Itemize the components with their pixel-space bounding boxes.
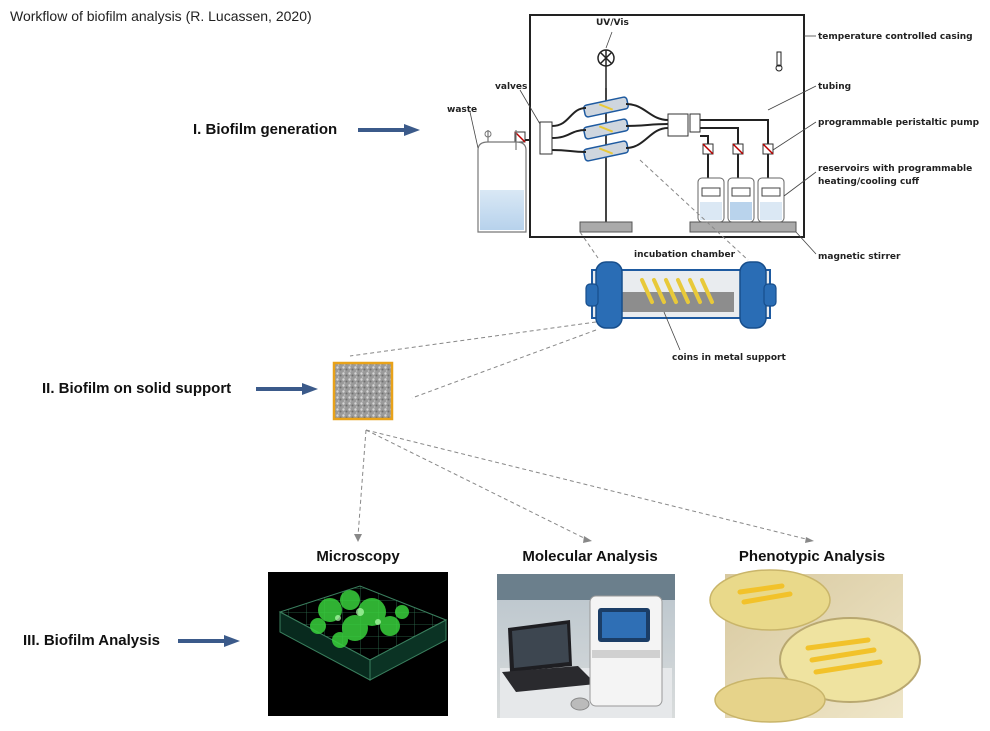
step-biofilm-on-solid-support: II. Biofilm on solid support [42,380,232,397]
biofilm-sample-image [332,361,394,421]
dashed-connectors-sample [349,321,597,399]
label-reservoirs-line2: heating/cooling cuff [818,177,919,187]
heading-phenotypic-analysis: Phenotypic Analysis [738,548,886,565]
label-incubation-chamber: incubation chamber [634,250,736,260]
thermometer-icon [775,51,783,72]
valve-block-right [667,113,689,137]
label-temperature-casing: temperature controlled casing [818,32,973,42]
temperature-casing [529,14,805,238]
coins [640,278,714,304]
microscopy-image [268,572,448,716]
chamber-3 [583,140,629,162]
chamber-1 [583,96,629,118]
heading-microscopy: Microscopy [316,548,400,565]
waste-bottle [477,130,527,233]
step-biofilm-generation: I. Biofilm generation [193,121,338,138]
heading-molecular-analysis: Molecular Analysis [522,548,658,565]
molecular-analysis-image [497,574,675,718]
phenotypic-analysis-image [709,569,921,723]
dashed-arrows-analysis [357,429,811,541]
uv-lamp-icon [597,49,615,88]
label-pointers [469,31,817,255]
arrow-step-3 [178,635,240,647]
arrow-step-1 [358,124,420,136]
tubing [515,103,769,178]
figure-title: Workflow of biofilm analysis (R. Lucasse… [10,8,312,24]
label-waste: waste [447,105,478,115]
dashed-arrow-heads [354,534,814,543]
label-coins: coins in metal support [672,353,786,363]
label-uv-vis: UV/Vis [596,18,629,28]
pump-icons [514,131,774,155]
reservoir-bottles [697,177,785,223]
pointer-coins [663,311,681,351]
dashed-connectors-chamber [579,159,749,261]
step-biofilm-analysis: III. Biofilm Analysis [23,632,160,649]
label-peristaltic-pump: programmable peristaltic pump [818,118,980,128]
label-tubing: tubing [818,82,852,92]
label-reservoirs-line1: reservoirs with programmable [818,164,973,174]
chamber-2 [583,118,629,140]
label-valves: valves [495,82,528,92]
valve-block-left [539,121,553,155]
label-magnetic-stirrer: magnetic stirrer [818,252,901,262]
valve-block-right-2 [689,113,701,133]
arrow-step-2 [256,383,318,395]
incubation-chamber [585,261,777,329]
